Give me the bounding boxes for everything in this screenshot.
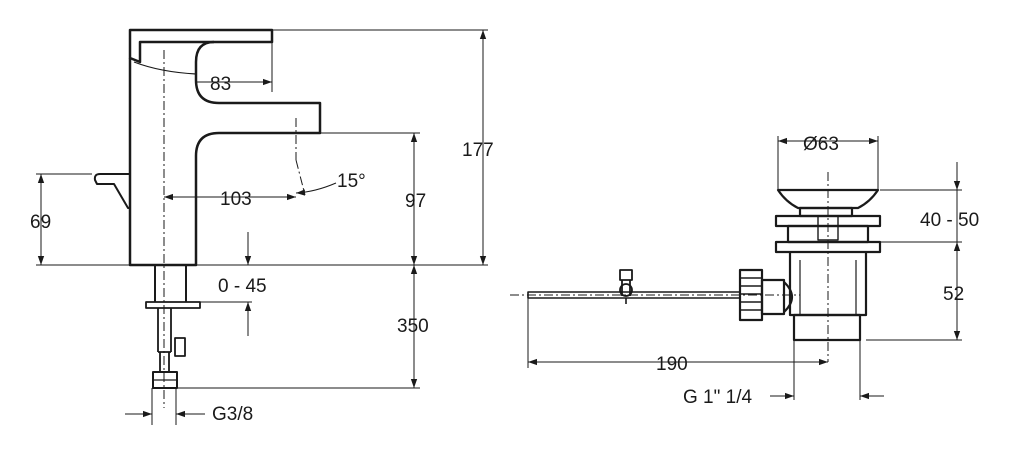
dim-angle: 15° <box>337 171 366 192</box>
faucet-centerlines <box>163 50 306 408</box>
faucet-drawing <box>93 28 322 389</box>
dim-spout-height: 97 <box>405 191 426 212</box>
side-connector-cap <box>783 281 794 313</box>
dim-waste-diameter: Ø63 <box>803 134 839 155</box>
side-nut-threads <box>740 277 762 311</box>
dim-body-height: 52 <box>943 284 964 305</box>
plug-head <box>776 188 880 210</box>
dim-rod-length: 190 <box>656 354 688 375</box>
hose-fitting <box>174 337 186 357</box>
dim-arc-15 <box>295 182 337 196</box>
faucet-body <box>128 40 322 267</box>
side-lever <box>93 173 130 209</box>
dim-plug-height: 40 - 50 <box>920 210 979 231</box>
dim-hose-length: 350 <box>397 316 429 337</box>
side-connector <box>760 278 786 316</box>
rod-clamp-screw <box>619 283 633 297</box>
dim-spout-reach: 83 <box>210 74 231 95</box>
dim-lever-height: 69 <box>30 212 51 233</box>
waste-nut <box>792 313 862 342</box>
waste-centerlines <box>510 172 829 362</box>
plug-stem-top <box>798 206 854 218</box>
dim-deck-thickness: 0 - 45 <box>218 276 267 297</box>
dim-total-height: 177 <box>462 140 494 161</box>
faucet-dimension-lines <box>36 29 488 425</box>
dim-lever-offset: 103 <box>220 189 252 210</box>
dim-hose-thread: G3/8 <box>212 404 253 425</box>
fixing-plate <box>145 301 201 309</box>
waste-drawing <box>527 188 882 342</box>
faucet-handle-underside <box>133 61 197 75</box>
dim-waste-thread: G 1" 1/4 <box>683 387 752 408</box>
waste-dimension-lines <box>527 136 962 400</box>
